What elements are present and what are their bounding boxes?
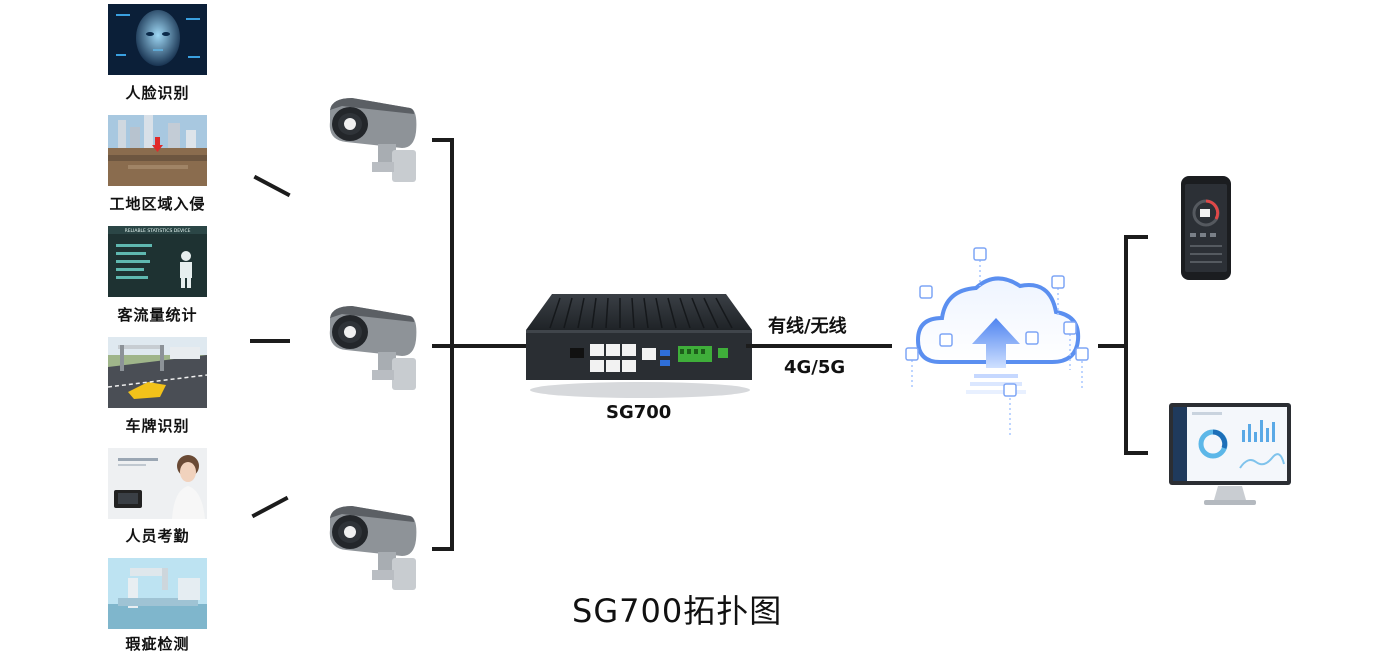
camera-bracket-bottom: [432, 547, 454, 551]
app-label-intrusion: 工地区域入侵: [100, 193, 215, 214]
link-dash-bottom: [251, 496, 288, 518]
gateway-name: SG700: [606, 402, 671, 423]
diagram-caption: SG700拓扑图: [572, 586, 782, 632]
client-bracket-bottom: [1124, 451, 1148, 455]
site-intrusion-thumbnail: [108, 115, 207, 186]
camera-icon: [322, 500, 427, 595]
link-dash-top: [253, 175, 290, 197]
cloud-icon: [900, 240, 1100, 440]
face-recognition-thumbnail: [108, 4, 207, 75]
app-label-people-count: 客流量统计: [100, 304, 215, 325]
license-plate-thumbnail: [108, 337, 207, 408]
monitor-icon: [1168, 402, 1292, 508]
link-label-top: 有线/无线: [768, 312, 847, 338]
client-bracket-top: [1124, 235, 1148, 239]
attendance-thumbnail: [108, 448, 207, 519]
link-gateway-cloud: [746, 344, 892, 348]
smartphone-icon: [1180, 175, 1232, 281]
gateway-device: [520, 290, 758, 400]
app-label-defect: 瑕疵检测: [100, 633, 215, 654]
link-cameras-gateway: [432, 344, 532, 348]
stats-banner-text: RELIABLE STATISTICS DEVICE: [125, 228, 191, 234]
app-label-face: 人脸识别: [100, 82, 215, 103]
app-label-attendance: 人员考勤: [100, 525, 215, 546]
defect-detection-thumbnail: [108, 558, 207, 629]
client-bracket-spine: [1124, 235, 1128, 455]
link-dash-middle: [250, 339, 290, 343]
link-label-bottom: 4G/5G: [784, 357, 845, 378]
link-cloud-clients: [1098, 344, 1126, 348]
people-counting-thumbnail: RELIABLE STATISTICS DEVICE: [108, 226, 207, 297]
camera-icon: [322, 300, 427, 395]
app-label-plate: 车牌识别: [100, 415, 215, 436]
camera-icon: [322, 92, 427, 187]
